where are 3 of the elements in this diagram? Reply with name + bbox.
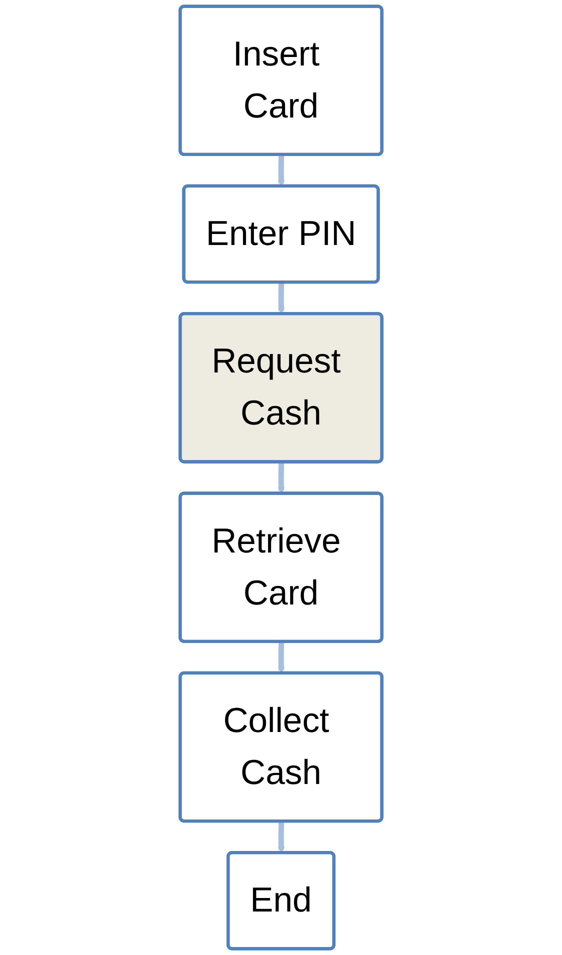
arrow xyxy=(278,462,285,494)
arrow xyxy=(278,282,285,314)
arrow xyxy=(278,821,285,854)
